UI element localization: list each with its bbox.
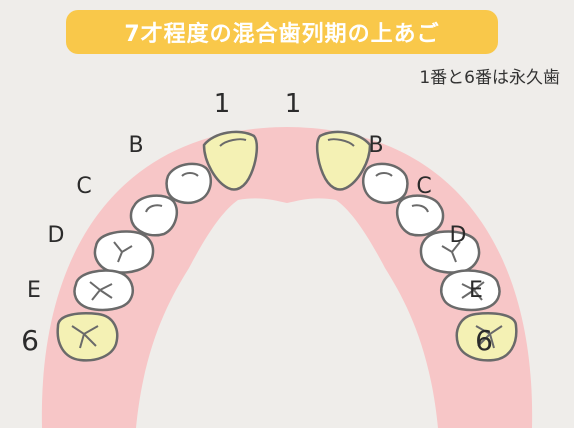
tooth-right-d [419,230,481,274]
label-left-d: D [48,223,65,248]
tooth-left-e [73,269,134,312]
label-left-e: E [27,278,41,303]
label-right-b: B [368,133,383,158]
label-left-6: 6 [21,324,39,357]
label-right-e: E [469,278,483,303]
tooth-right-6 [455,312,518,362]
label-left-1: 1 [214,89,231,119]
tooth-right-c [396,194,445,237]
tooth-left-6 [56,312,119,362]
label-right-c: C [416,174,431,199]
subtitle: 1番と6番は永久歯 [419,68,560,88]
label-right-d: D [450,223,467,248]
label-left-b: B [128,133,143,158]
tooth-right-1 [315,130,372,191]
tooth-left-1 [202,130,259,191]
tooth-left-c [129,194,178,237]
title-badge: 7才程度の混合歯列期の上あご [66,10,498,54]
label-left-c: C [76,174,91,199]
label-right-6: 6 [475,324,493,357]
label-right-1: 1 [285,89,302,119]
tooth-right-e [440,269,501,312]
tooth-left-d [93,230,155,274]
page-title: 7才程度の混合歯列期の上あご [124,22,440,47]
tooth-left-b [165,162,213,204]
tooth-right-b [361,162,409,204]
